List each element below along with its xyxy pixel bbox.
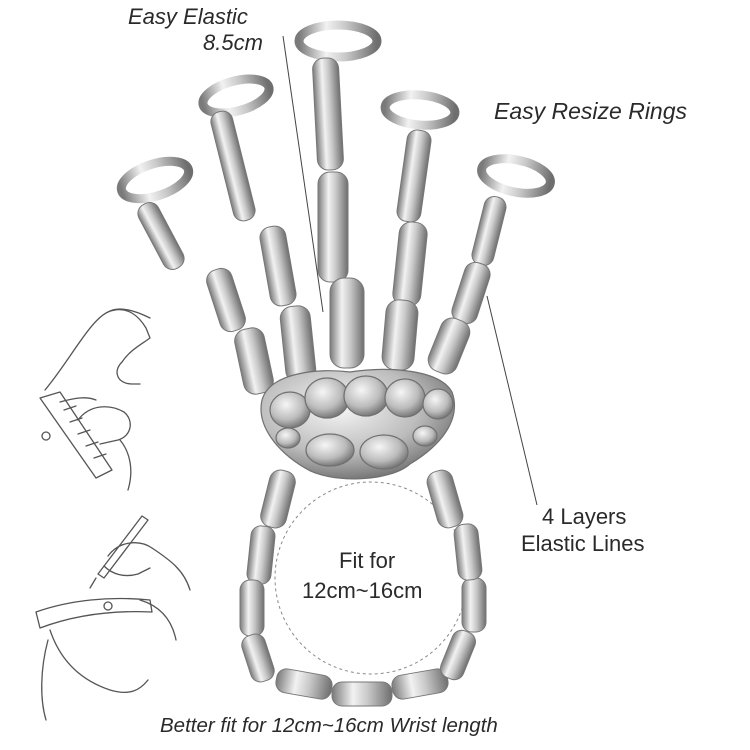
elastic-layers-label-line1: 4 Layers (542, 504, 627, 529)
layers-pointer-line (486, 295, 538, 506)
elastic-pointer-line (282, 35, 324, 313)
finger-rings (116, 20, 555, 204)
palm-knuckles (260, 368, 455, 480)
elastic-layers-label-line2: Elastic Lines (521, 531, 645, 556)
wrist-length-caption: Better fit for 12cm~16cm Wrist length (160, 714, 498, 737)
finger-bones (137, 57, 507, 395)
fit-size-label-line1: Fit for (339, 548, 396, 573)
elastic-length-label-line2: 8.5cm (203, 30, 263, 55)
fit-size-label-line2: 12cm~16cm (302, 578, 423, 603)
wrist-bracelet-bones (239, 469, 487, 707)
elastic-length-label-line1: Easy Elastic (128, 4, 248, 29)
mark-tape-sketch-2 (35, 515, 191, 721)
measure-wrist-sketch-1 (39, 308, 151, 491)
resize-rings-label: Easy Resize Rings (494, 98, 688, 124)
